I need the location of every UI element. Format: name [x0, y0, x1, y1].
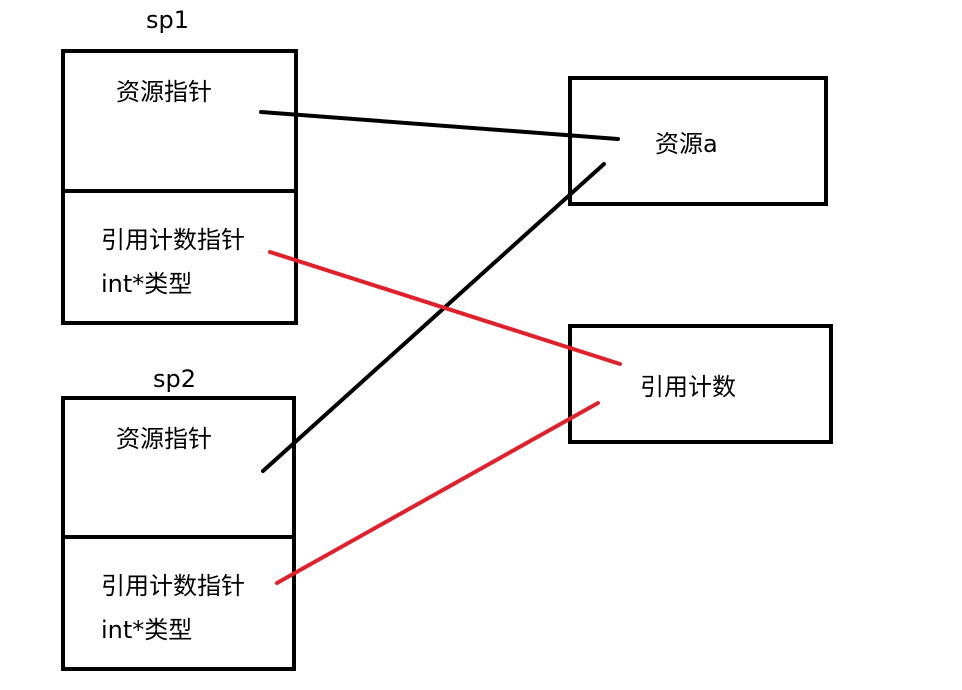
sp1-refcount-link [268, 250, 622, 366]
sp2-resource-link [261, 162, 606, 473]
sp1-resource-pointer-label: 资源指针 [116, 78, 212, 106]
refcount-label: 引用计数 [640, 373, 736, 401]
sp2-refcount-type-label: int*类型 [101, 616, 193, 644]
sp2-title: sp2 [153, 365, 197, 393]
sp1-divider [61, 189, 298, 193]
refcount-box [568, 324, 833, 444]
sp1-box [61, 49, 298, 325]
resource-label: 资源a [655, 130, 718, 158]
sp1-refcount-pointer-label: 引用计数指针 [101, 226, 245, 254]
sp1-refcount-type-label: int*类型 [101, 270, 193, 298]
sp2-resource-pointer-label: 资源指针 [116, 425, 212, 453]
sp1-title: sp1 [146, 6, 190, 34]
resource-box [568, 76, 828, 206]
sp2-refcount-link [275, 401, 600, 585]
sp2-divider [61, 535, 296, 539]
sp1-resource-link [259, 110, 620, 141]
sp2-refcount-pointer-label: 引用计数指针 [101, 572, 245, 600]
sp2-box [61, 396, 296, 671]
